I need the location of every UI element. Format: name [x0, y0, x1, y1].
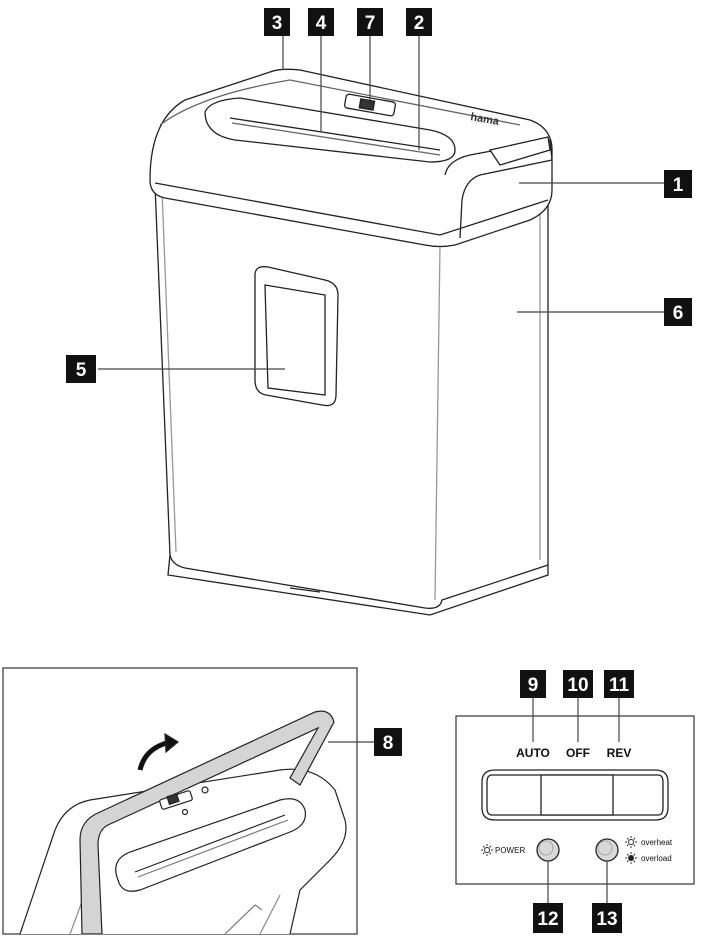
- leader-lines: [98, 36, 664, 370]
- svg-text:12: 12: [537, 909, 558, 930]
- svg-text:10: 10: [567, 675, 588, 696]
- callout-13: 13: [592, 903, 622, 933]
- status-led: [595, 838, 619, 862]
- overheat-label: overheat: [641, 838, 673, 847]
- overload-sun-icon: [625, 852, 637, 864]
- shredder-illustration: [149, 68, 553, 616]
- callout-5: 5: [66, 355, 96, 383]
- off-label: OFF: [566, 746, 590, 760]
- callout-10: 10: [563, 670, 593, 698]
- svg-text:3: 3: [272, 13, 283, 34]
- switch-slider: [540, 774, 614, 816]
- overload-label: overload: [641, 854, 672, 863]
- callout-2: 2: [406, 8, 432, 36]
- auto-label: AUTO: [516, 746, 550, 760]
- callout-6: 6: [664, 298, 692, 326]
- power-sun-icon: [481, 844, 493, 856]
- svg-text:2: 2: [414, 13, 425, 34]
- callout-12: 12: [533, 903, 563, 933]
- control-panel-detail: 9 10 11 AUTO OFF REV: [455, 670, 695, 933]
- svg-text:5: 5: [76, 360, 87, 381]
- callout-7: 7: [357, 8, 383, 36]
- brand-logo: hama: [469, 111, 500, 128]
- level-window: [254, 266, 339, 407]
- rev-label: REV: [607, 746, 632, 760]
- callout-11: 11: [604, 670, 634, 698]
- callout-8: 8: [374, 728, 402, 756]
- handle-detail-frame: [2, 667, 358, 935]
- callout-9: 9: [520, 670, 546, 698]
- svg-text:8: 8: [383, 733, 394, 754]
- power-label: POWER: [495, 846, 525, 855]
- svg-text:4: 4: [316, 13, 327, 34]
- callout-1: 1: [664, 170, 692, 198]
- mode-switch: [481, 769, 669, 821]
- paper-feed-slot: [204, 97, 456, 163]
- power-led: [536, 838, 560, 862]
- waste-basket: [154, 184, 549, 609]
- callout-4: 4: [308, 8, 334, 36]
- svg-text:11: 11: [609, 675, 630, 696]
- callout-3: 3: [264, 8, 290, 36]
- svg-text:1: 1: [673, 175, 684, 196]
- svg-text:6: 6: [673, 303, 684, 324]
- svg-text:7: 7: [365, 13, 376, 34]
- overheat-sun-icon: [625, 836, 637, 848]
- svg-text:9: 9: [528, 675, 539, 696]
- svg-text:13: 13: [596, 909, 617, 930]
- carry-handle: [79, 710, 335, 934]
